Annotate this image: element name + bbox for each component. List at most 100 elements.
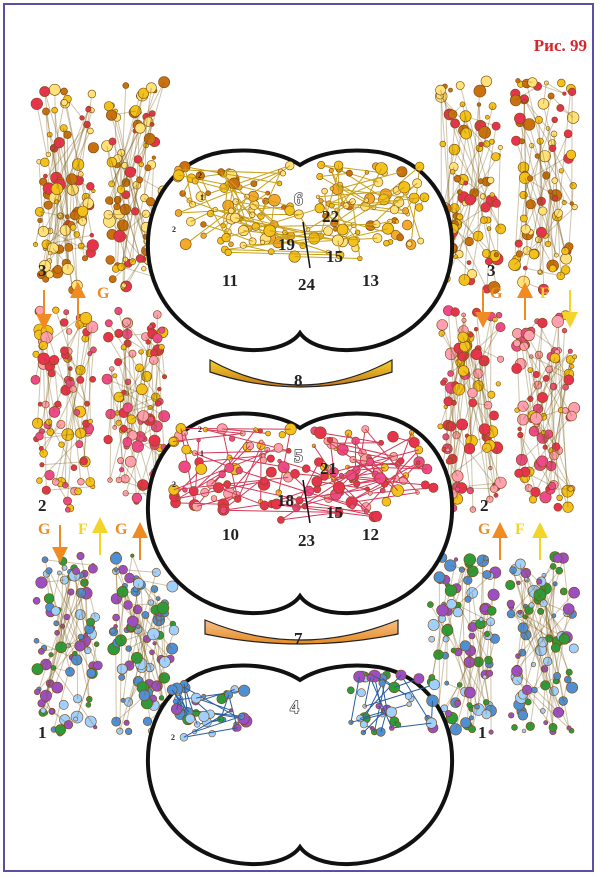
atom-circle (513, 340, 520, 347)
atom-circle (485, 632, 490, 637)
atom-circle (469, 633, 475, 639)
label-level-2-right: 2 (480, 496, 489, 515)
atom-circle (465, 237, 474, 246)
bond-line (110, 369, 112, 480)
atom-circle (260, 240, 264, 244)
label-small-2-mid-a: 2 (198, 425, 202, 434)
atom-circle (427, 602, 433, 608)
atom-circle (87, 618, 95, 626)
atom-circle (386, 707, 396, 717)
label-11: 11 (222, 271, 238, 290)
atom-circle (437, 320, 448, 331)
atom-circle (87, 128, 93, 134)
atom-circle (61, 88, 68, 95)
atom-circle (478, 179, 483, 184)
atom-circle (569, 644, 578, 653)
atom-circle (549, 265, 556, 272)
atom-circle (150, 350, 157, 357)
label-bar-8: 8 (294, 371, 303, 390)
unit-5 (148, 414, 452, 614)
atom-circle (202, 694, 206, 698)
atom-circle (428, 619, 439, 630)
atom-circle (105, 320, 112, 327)
atom-circle (110, 628, 116, 634)
atom-circle (482, 710, 491, 719)
atom-circle (65, 507, 70, 512)
atom-circle (258, 429, 263, 434)
atom-circle (357, 689, 365, 697)
atom-circle (49, 653, 53, 657)
atom-circle (507, 610, 515, 618)
atom-circle (360, 721, 367, 728)
atom-circle (347, 687, 354, 694)
atom-circle (434, 572, 445, 583)
atom-circle (429, 636, 435, 642)
label-24: 24 (298, 275, 316, 294)
atom-circle (199, 711, 209, 721)
atom-circle (474, 85, 486, 97)
atom-circle (418, 238, 424, 244)
atom-circle (120, 425, 127, 432)
atom-circle (322, 188, 328, 194)
atom-circle (557, 495, 563, 501)
label-G-mid-left-b: G (115, 521, 128, 538)
atom-circle (327, 437, 333, 443)
atom-circle (77, 206, 88, 217)
atom-circle (497, 356, 503, 362)
atom-circle (182, 445, 191, 454)
atom-circle (573, 355, 577, 359)
label-10: 10 (222, 525, 239, 544)
atom-circle (536, 227, 546, 237)
atom-circle (397, 234, 404, 241)
atom-circle (531, 687, 537, 693)
atom-circle (520, 342, 529, 351)
atom-circle (559, 169, 564, 174)
bond-line (45, 560, 93, 566)
label-level-2-left: 2 (38, 496, 47, 515)
atom-circle (185, 714, 194, 723)
label-level-1-left: 1 (38, 723, 47, 742)
atom-circle (40, 158, 49, 167)
atom-circle (518, 710, 528, 720)
atom-circle (36, 577, 47, 588)
label-12: 12 (362, 525, 379, 544)
atom-circle (41, 708, 46, 713)
atom-circle (529, 249, 539, 259)
atom-circle (68, 589, 74, 595)
atom-circle (472, 308, 480, 316)
atom-circle (554, 503, 562, 511)
atom-circle (540, 600, 547, 607)
atom-circle (564, 130, 572, 138)
label-G-mid-right: G (478, 521, 491, 538)
atom-circle (468, 388, 478, 398)
atom-circle (211, 496, 217, 502)
atom-circle (109, 276, 116, 283)
atom-circle (364, 198, 369, 203)
atom-circle (479, 126, 491, 138)
atom-circle (61, 99, 67, 105)
unit-4 (148, 666, 452, 865)
atom-circle (563, 384, 569, 390)
atom-circle (539, 207, 547, 215)
atom-circle (384, 240, 390, 246)
atom-circle (291, 469, 300, 478)
atom-circle (219, 471, 226, 478)
label-15-mid: 15 (326, 503, 343, 522)
atom-circle (531, 487, 541, 497)
atom-circle (456, 81, 464, 89)
label-level-3-left: 3 (38, 261, 47, 280)
atom-circle (80, 312, 92, 324)
atom-circle (498, 145, 502, 149)
atom-circle (529, 496, 536, 503)
bond-line (46, 487, 93, 491)
bond-line (40, 311, 81, 434)
atom-circle (280, 171, 285, 176)
label-small-1-mid: 1 (200, 449, 204, 458)
label-unit-5: 5 (294, 446, 303, 466)
atom-circle (36, 306, 45, 315)
atom-circle (481, 76, 492, 87)
atom-circle (70, 225, 76, 231)
atom-circle (52, 682, 63, 693)
label-G-top-right: G (490, 285, 503, 302)
